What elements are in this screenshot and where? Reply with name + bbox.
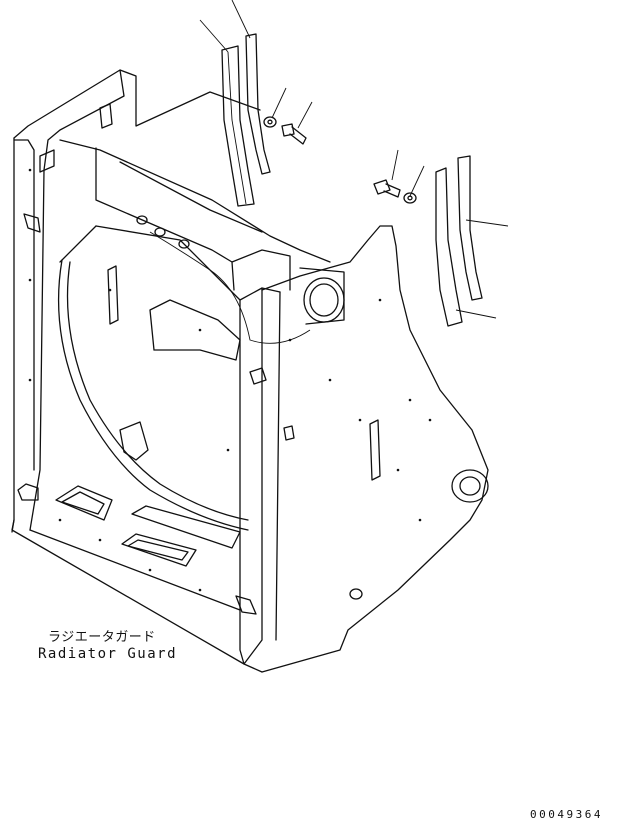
guard-frame [11,69,281,673]
bottom-cutouts [55,485,241,567]
label-english: Radiator Guard [38,646,178,662]
rivet-dots [28,168,432,592]
side-plate [261,225,489,673]
upper-seal-strips [221,33,271,207]
upper-fasteners [263,116,307,145]
fan-shroud [57,225,249,531]
label-japanese: ラジエータガード [48,630,156,645]
mount-tabs [39,103,295,615]
right-seal-strips [435,155,483,327]
right-fasteners [373,179,417,204]
document-number: 00049364 [530,808,603,821]
harness [149,231,311,344]
leader-lines [199,0,509,319]
top-crossbeam [59,139,345,325]
